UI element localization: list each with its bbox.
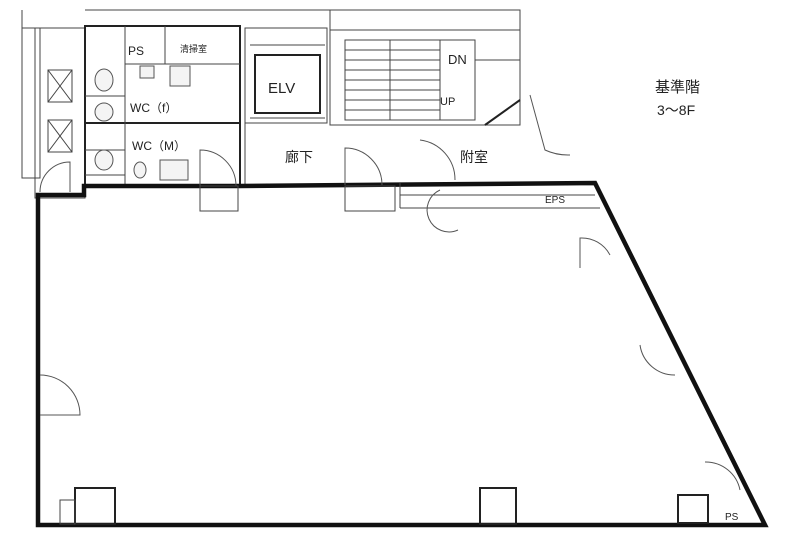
- sink-fixture: [159, 159, 189, 181]
- toilet-fixture: [94, 149, 114, 171]
- cleaning-room-label: 清掃室: [180, 43, 207, 55]
- urinal-fixture: [133, 161, 147, 179]
- toilet-block: [47, 25, 241, 187]
- floor-range: 3～8F: [657, 102, 695, 118]
- stairs-up-label: UP: [440, 96, 455, 108]
- stairs-down-label: DN: [448, 52, 467, 67]
- wc-male-label: WC（M）: [132, 139, 186, 153]
- office-wall: [35, 180, 769, 528]
- elevator-label: ELV: [268, 80, 295, 97]
- shaft-box: [47, 119, 73, 153]
- corridor-label: 廊下: [285, 149, 313, 166]
- columns: [59, 185, 709, 525]
- sink-fixture: [139, 65, 155, 79]
- shaft-box: [47, 69, 73, 103]
- wc-female-label: WC（f）: [130, 101, 177, 115]
- toilet-fixture: [94, 68, 114, 92]
- annex-label: 附室: [460, 149, 488, 166]
- ps-bottom-label: PS: [725, 512, 739, 523]
- ps-top-label: PS: [128, 44, 144, 58]
- toilet-fixture: [94, 102, 114, 122]
- staircase: [344, 39, 521, 126]
- sink-fixture: [169, 65, 191, 87]
- floor-name: 基準階: [655, 78, 700, 96]
- eps-label: EPS: [545, 195, 565, 206]
- door-swings: [39, 94, 741, 491]
- elevator: [250, 44, 325, 119]
